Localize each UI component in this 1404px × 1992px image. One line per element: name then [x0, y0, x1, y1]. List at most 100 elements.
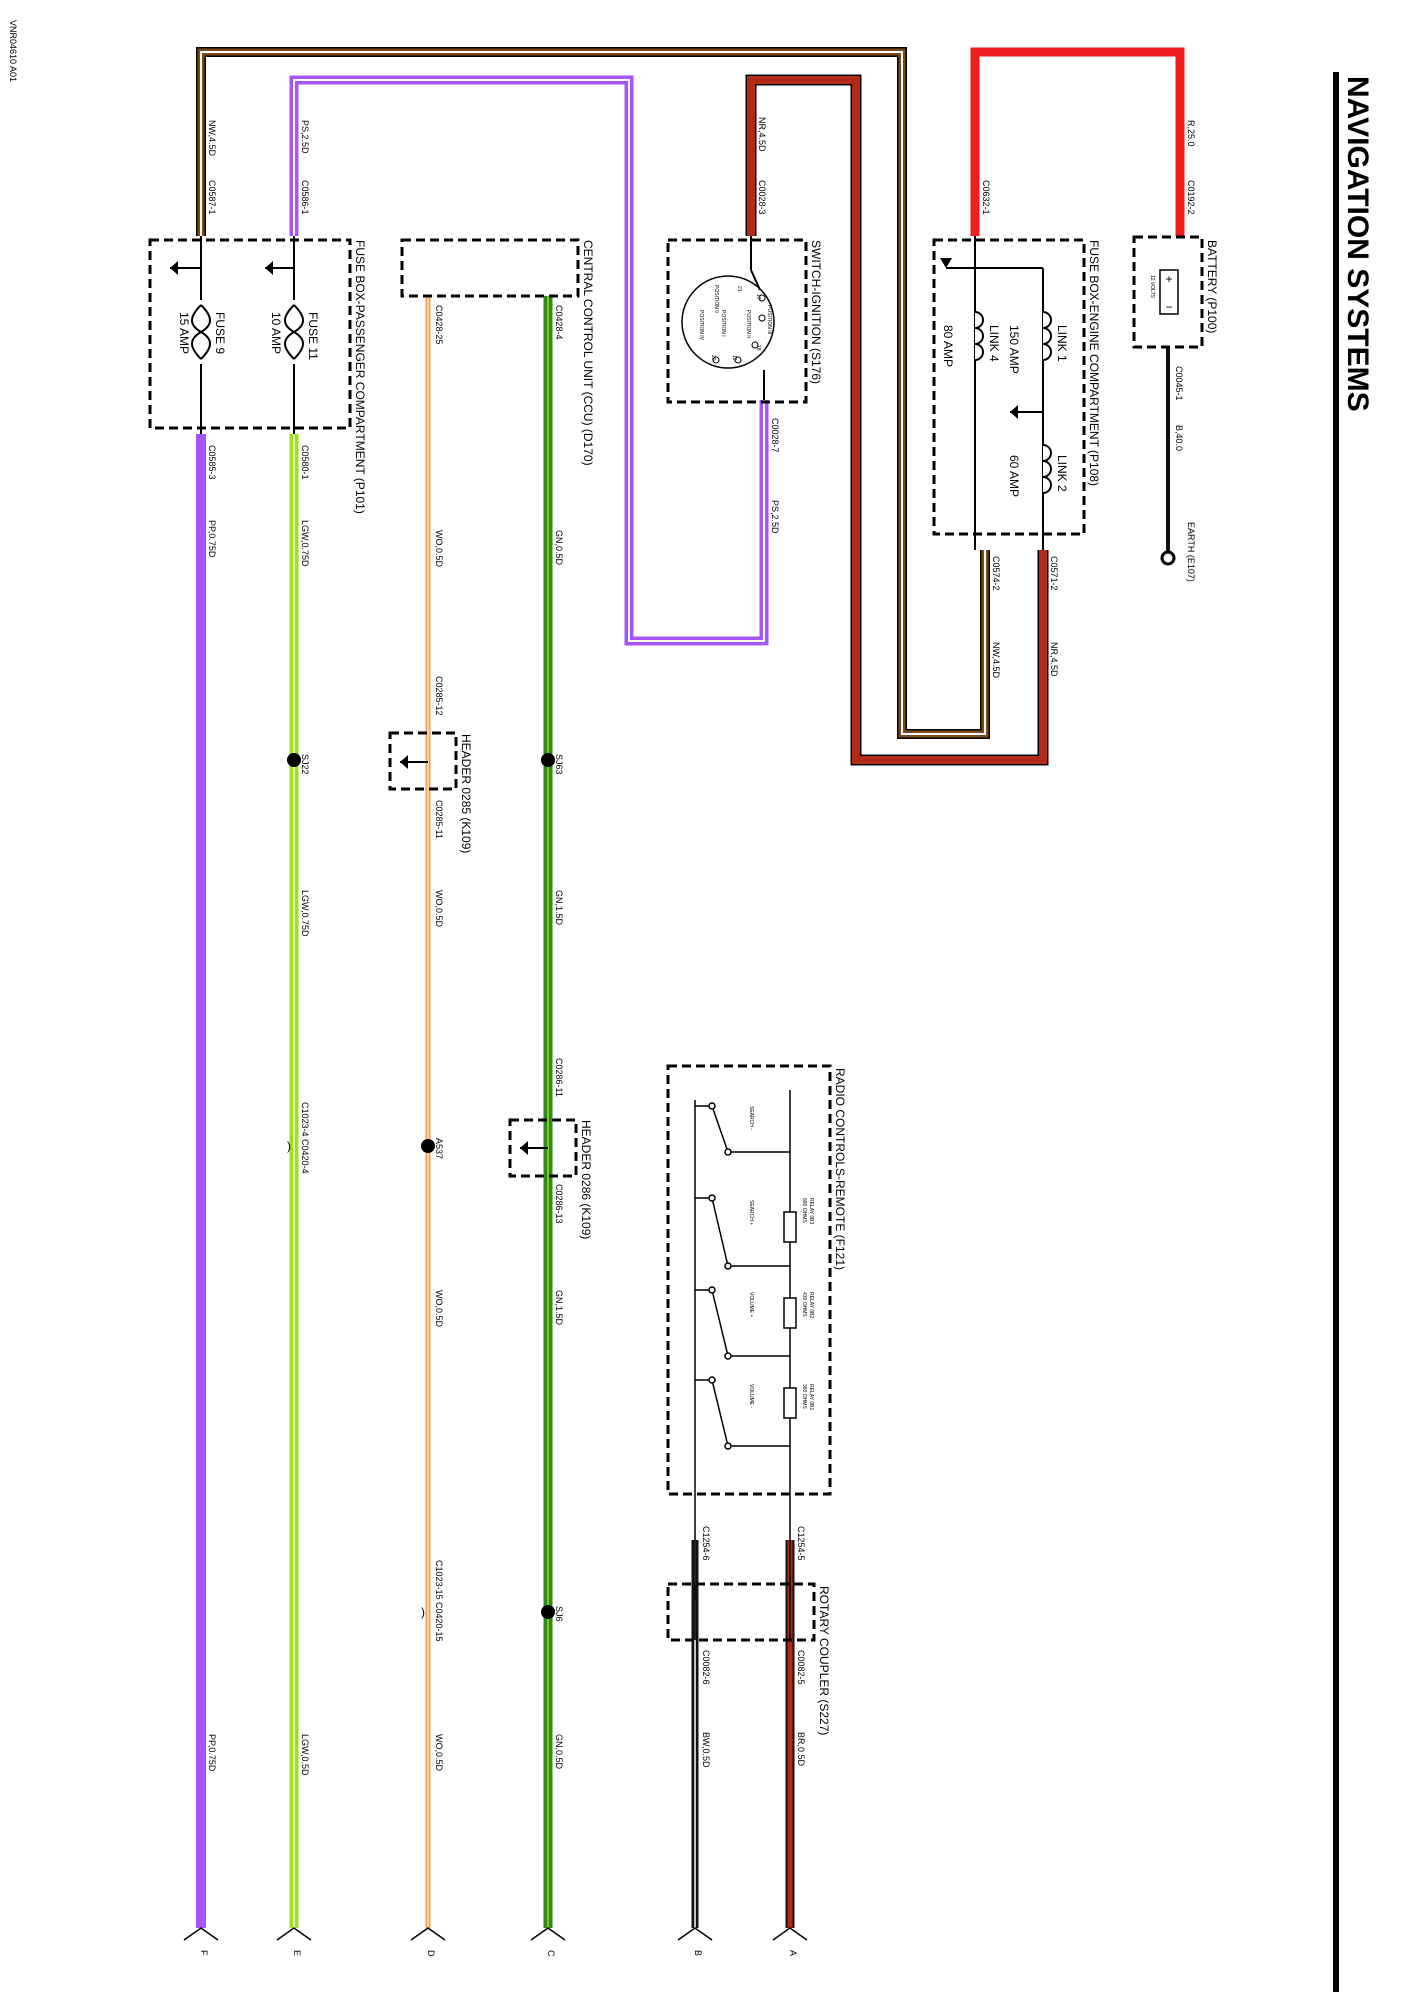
- splice-a537: [421, 1139, 435, 1153]
- connector-label: C0286-13: [554, 1184, 564, 1224]
- radio-controls-label: RADIO CONTROLS-REMOTE (F121): [833, 1068, 847, 1270]
- diagram-label: 680 OHMS: [801, 1198, 807, 1223]
- earth-symbol: [1160, 550, 1176, 566]
- diagram-label: 19: [731, 355, 737, 361]
- diagram-label: POSITION IV: [698, 310, 704, 341]
- fuse11-label: FUSE 11: [306, 312, 320, 360]
- fuse9-amp: 15 AMP: [177, 312, 191, 354]
- connector-label: C0028-7: [770, 418, 780, 453]
- diagram-label: SEARCH +: [748, 1200, 754, 1225]
- connector-label: C0586-1: [300, 180, 310, 215]
- diagram-label: VOLUME -: [748, 1384, 754, 1409]
- wire-label: R,25.0: [1186, 120, 1196, 147]
- battery-label: BATTERY (P100): [1205, 240, 1219, 333]
- fuse-box-passenger-label: FUSE BOX-PASSENGER COMPARTMENT (P101): [353, 240, 367, 514]
- wire-label: LGW,0.5D: [300, 1734, 310, 1776]
- fuse9-label: FUSE 9: [213, 312, 227, 354]
- diagram-label: 360 OHMS: [801, 1384, 807, 1409]
- fuse11-amp: 10 AMP: [269, 312, 283, 354]
- diagram-label: RELAY 0B1: [808, 1384, 814, 1410]
- wire-label: LGW,0.75D: [300, 520, 310, 567]
- link1-label: LINK 1: [1055, 325, 1069, 362]
- diagram-code: VNR04610 A01: [8, 20, 18, 82]
- wire-label: BR,0.5D: [796, 1732, 806, 1767]
- diagram-label: POSITION I: [720, 310, 726, 337]
- wire-label: BW,0.5D: [701, 1732, 711, 1768]
- terminal-c: C: [546, 1950, 556, 1957]
- wire-label: PP,0.75D: [207, 520, 217, 558]
- header-0285: [388, 731, 458, 791]
- connector-label: C0587-1: [207, 180, 217, 215]
- connector-label: C0028-3: [757, 180, 767, 215]
- wire-label: WO,0.5D: [434, 1734, 444, 1772]
- earth-label: EARTH (E107): [1186, 522, 1196, 582]
- diagram-label: VOLUME +: [748, 1292, 754, 1318]
- rotary-coupler: [666, 1582, 816, 1642]
- diagram-label: SEARCH -: [748, 1106, 754, 1130]
- connector-label: C0082-6: [701, 1650, 711, 1685]
- diagram-label: POSITION III: [766, 305, 772, 334]
- page-title: NAVIGATION SYSTEMS: [1341, 76, 1374, 412]
- terminal-a: A: [788, 1950, 798, 1956]
- wire-nr-4.5: [745, 74, 1049, 766]
- wire-label: GN,1.5D: [554, 1290, 564, 1326]
- fuse-box-engine-label: FUSE BOX-ENGINE COMPARTMENT (P108): [1087, 240, 1101, 486]
- wire-label: WO,0.5D: [434, 1290, 444, 1328]
- connector-label: C0286-11: [554, 1058, 564, 1097]
- diagram-label: RELAY 0B3: [808, 1198, 814, 1224]
- wire-label: NR,4.5D: [757, 117, 767, 152]
- wire-label: PS,2.5D: [770, 500, 780, 534]
- svg-text:+: +: [1165, 272, 1172, 286]
- switch-ignition-label: SWITCH-IGNITION (S176): [809, 240, 823, 384]
- rotary-coupler-label: ROTARY COUPLER (S227): [817, 1586, 831, 1735]
- connector-label: C0585-3: [207, 445, 217, 480]
- connector-label: C0192-2: [1186, 180, 1196, 215]
- diagram-label: POSITION 0: [713, 285, 719, 313]
- connector-label: C0574-2: [991, 556, 1001, 591]
- connector-label: C0571-2: [1049, 556, 1059, 591]
- connector-label: C0045-1: [1174, 366, 1184, 401]
- connector-label: C0428-4: [554, 305, 564, 340]
- connector-label: C0285-11: [434, 800, 444, 839]
- radio-controls-remote: SEARCH - SEARCH + VOLUME + VOLUME - RELA…: [666, 1064, 832, 1496]
- link4-amp: 80 AMP: [941, 325, 955, 367]
- svg-text:): ): [287, 1139, 291, 1153]
- wire-label: NW,4.5D: [991, 642, 1001, 679]
- wire-label: GN,1.5D: [554, 890, 564, 926]
- link1-amp: 150 AMP: [1007, 325, 1021, 374]
- splice-label: SJ22: [300, 754, 310, 775]
- switch-ignition: POSITION III POSITION II POSITION I POSI…: [666, 236, 808, 404]
- splice-label: SJ6: [554, 1606, 564, 1622]
- connector-label: C0580-1: [300, 445, 310, 480]
- connector-label: C1254-6: [701, 1526, 711, 1561]
- connector-label: C0428-25: [434, 305, 444, 345]
- diagram-label: 20: [710, 355, 716, 361]
- link4-label: LINK 4: [987, 325, 1001, 362]
- connector-label: C1254-5: [796, 1526, 806, 1561]
- battery-volts: 12 VOLTS: [1149, 275, 1155, 299]
- connector-label: C1023-15 C0420-15: [434, 1560, 444, 1642]
- connector-label: C0082-5: [796, 1650, 806, 1685]
- connector-label: C1023-4 C0420-4: [300, 1102, 310, 1174]
- wire-nw-4.5: [196, 47, 990, 739]
- wire-label: NW,4.5D: [207, 120, 217, 157]
- diagram-label: 18: [755, 345, 761, 351]
- fuse-box-engine: [932, 236, 1086, 550]
- wire-label: PP,0.75D: [207, 1734, 217, 1772]
- wire-label: WO,0.5D: [434, 890, 444, 928]
- diagram-label: 17: [755, 294, 761, 300]
- splice-sj22: [287, 753, 301, 767]
- link2-amp: 60 AMP: [1007, 455, 1021, 497]
- diagram-label: 21: [736, 286, 742, 292]
- splice-sj6: [541, 1605, 555, 1619]
- wire-ps-2.5: [289, 75, 769, 646]
- terminal-e: E: [292, 1950, 302, 1956]
- splice-label: A537: [434, 1138, 444, 1159]
- terminal-markers: [183, 1927, 808, 1941]
- wire-label: LGW,0.75D: [300, 890, 310, 937]
- terminal-f: F: [199, 1950, 209, 1956]
- wire-r-25: [970, 47, 1185, 236]
- terminal-d: D: [426, 1950, 436, 1957]
- wire-label: PS,2.5D: [300, 120, 310, 154]
